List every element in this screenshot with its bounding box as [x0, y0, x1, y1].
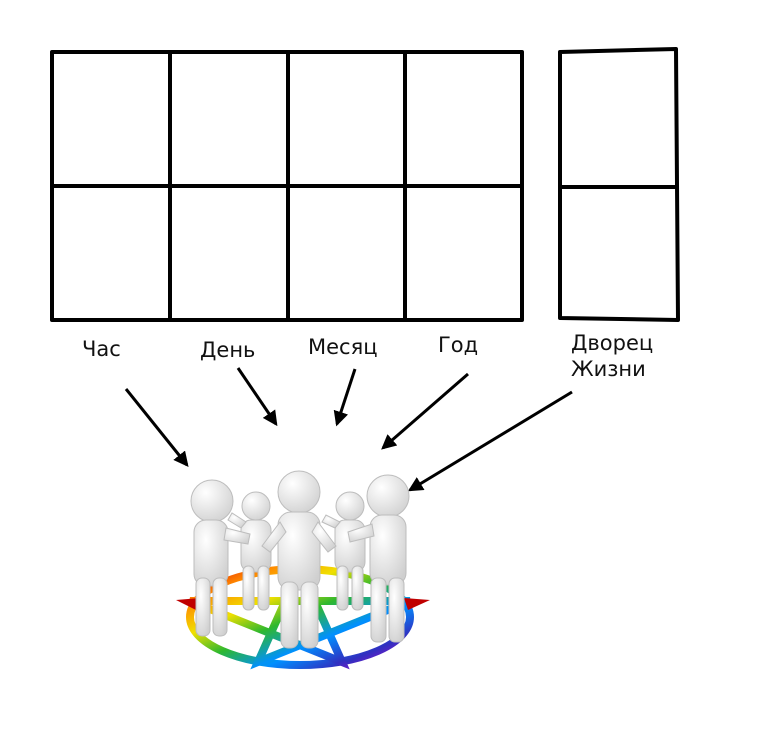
person-figure [321, 491, 366, 611]
label-hour: Час [82, 337, 121, 361]
label-palace-line2: Жизни [571, 357, 646, 381]
arrow-month [333, 368, 357, 427]
palace-grid-outline [558, 47, 680, 322]
arrow-year [381, 372, 469, 450]
person-figure [190, 479, 251, 637]
label-day: День [200, 338, 256, 362]
pentagram-red-tip-left [176, 598, 200, 610]
arrow-day [236, 367, 278, 427]
label-palace-of-life: Дворец Жизни [571, 330, 653, 382]
arrow-palace [407, 390, 573, 492]
arrow-hour [124, 388, 189, 467]
label-year: Год [438, 333, 479, 357]
label-palace-line1: Дворец [571, 331, 654, 355]
person-figure [227, 491, 272, 611]
pillars-grid [50, 50, 524, 322]
people-group [190, 470, 410, 649]
person-figure [347, 474, 410, 643]
pentagram-red-tip-right [404, 598, 430, 610]
arrows [124, 367, 573, 492]
pentagram-star [188, 558, 412, 670]
person-figure [261, 470, 337, 649]
palace-grid [558, 47, 680, 322]
label-month: Месяц [308, 335, 378, 359]
